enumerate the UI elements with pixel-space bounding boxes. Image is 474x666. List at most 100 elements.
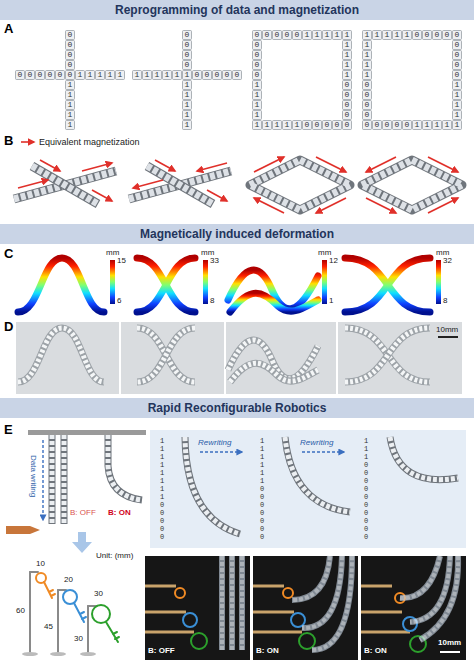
state-label: B: OFF: [70, 508, 96, 517]
colorbar-value: 32: [443, 256, 452, 265]
magnetized-strip-part: [362, 160, 462, 210]
data-bit-column: 0000: [184, 30, 190, 70]
magnetized-strip-part: [250, 160, 350, 210]
deformation-photo-part-part: [137, 328, 195, 382]
robot-photo-part-part: [361, 631, 410, 634]
photo-label: B: OFF: [148, 646, 175, 655]
data-bit-row: 0000011111: [255, 30, 355, 40]
annotation: 10: [36, 559, 45, 568]
deformation-simulation-part: [137, 258, 195, 312]
robot-photo-part: [145, 586, 426, 652]
colorbar-value: mm: [436, 248, 449, 257]
data-bit-column: 1111110000000: [260, 437, 265, 541]
magnetization-arrow-part: [133, 180, 163, 188]
section-title: Reprogramming of data and magnetization: [115, 3, 359, 17]
deformation-simulation-part: [345, 258, 430, 312]
state-label: B: ON: [108, 508, 131, 517]
key-sketch-part: [87, 606, 89, 652]
rewriting-inset-part: [150, 430, 466, 548]
robot-photo-part: [253, 556, 358, 660]
data-bit-column: 11110000: [364, 40, 370, 120]
robot-photo-part-part: [361, 611, 402, 614]
photo-label: 10mm: [438, 638, 461, 647]
magnetized-strip-part: [32, 166, 98, 204]
magnetized-strip: [14, 160, 462, 210]
magnetized-strip-part: [250, 160, 350, 210]
key-sketch-part: [63, 590, 77, 604]
deformation-photo-part: [16, 322, 462, 394]
data-bit-column: 00001111: [454, 40, 460, 120]
key-sketch-part: [50, 652, 66, 656]
deformation-photo: [16, 322, 462, 394]
annotation: Unit: (mm): [96, 551, 133, 560]
magnetization-arrow-part: [82, 163, 112, 171]
deformation-photo-part: [119, 322, 121, 394]
magnetization-arrow-part: [18, 180, 48, 188]
robot-photo-part: [229, 556, 235, 650]
data-writing-sketch-part: [49, 435, 56, 524]
rewriting-inset-part: [390, 437, 458, 480]
rewriting-inset-part: [302, 451, 344, 452]
key-sketch-part: [29, 572, 31, 652]
section-title: Magnetically induced deformation: [140, 227, 334, 241]
data-writing-sketch-part: [28, 430, 146, 435]
deformation-photo-part-part: [137, 328, 195, 382]
process-label: Rewriting: [300, 438, 333, 447]
data-bit-column: 11111: [184, 80, 190, 130]
deformation-photo-part-part: [137, 328, 195, 382]
magnetization-arrow-part: [366, 198, 396, 213]
colorbar-value: 33: [210, 256, 219, 265]
deformation-photo-part-part: [345, 328, 430, 382]
deformation-simulation-part: [137, 258, 195, 312]
colorbar-value: 15: [117, 256, 126, 265]
photo-label: B: ON: [364, 646, 387, 655]
data-bit-column: 11111: [67, 80, 73, 130]
data-writing-sketch-part: [108, 435, 142, 500]
magnetization-arrow-part: [428, 198, 458, 213]
deformation-photo-part-part: [345, 328, 430, 382]
robot-photo-part: [420, 556, 458, 640]
robot-photo-part-part: [253, 585, 284, 588]
panel-letter: C: [4, 247, 13, 262]
deformation-photo-part-part: [18, 328, 104, 382]
data-writing-sketch-part: [72, 532, 92, 553]
magnetization-arrow-part: [428, 157, 458, 172]
magnetization-arrow-part: [155, 160, 175, 171]
robot-photo-part-part: [145, 631, 194, 634]
data-writing-sketch-part: [61, 435, 68, 524]
data-writing-sketch-part: [108, 435, 142, 500]
panel-letter: D: [4, 320, 13, 335]
colorbar-value: 8: [210, 296, 214, 305]
key-sketch-part: [106, 622, 119, 642]
robot-photo-part-part: [191, 633, 207, 649]
robot-photo-part: [400, 556, 440, 598]
color-bar-part: [436, 260, 441, 304]
data-writing-sketch: [6, 430, 146, 553]
key-sketch-part: [30, 571, 38, 573]
robot-photo-part-part: [253, 631, 302, 634]
annotation: 20: [64, 575, 73, 584]
deformation-photo-part: [224, 322, 226, 394]
robot-photo-part: [219, 556, 225, 650]
robot-photo-part: [292, 556, 330, 600]
data-bit-row: 1111100000: [365, 30, 465, 40]
legend: Equivalent magnetization: [20, 137, 140, 147]
key-sketch-part: [58, 589, 66, 591]
robot-photo-part: [440, 651, 460, 653]
key-sketch-part: [92, 605, 110, 623]
rewriting-inset-part: [390, 437, 458, 480]
magnetization-arrow-part: [316, 157, 346, 172]
data-bit-column: 1111111100000: [160, 437, 165, 541]
magnetized-strip-part: [147, 166, 213, 204]
deformation-simulation-part: [345, 258, 430, 312]
deformation-photo-part-part: [230, 363, 318, 382]
robot-photo-part: [239, 556, 245, 650]
key-sketch-part: [74, 603, 86, 622]
magnetization-arrow-part: [40, 160, 60, 171]
process-label: Rewriting: [198, 438, 231, 447]
deformation-simulation: [18, 258, 430, 312]
color-bar: [110, 260, 441, 304]
magnetization-arrow-part: [207, 190, 227, 201]
rewriting-inset-part: [285, 437, 350, 512]
colorbar-value: 6: [117, 296, 121, 305]
